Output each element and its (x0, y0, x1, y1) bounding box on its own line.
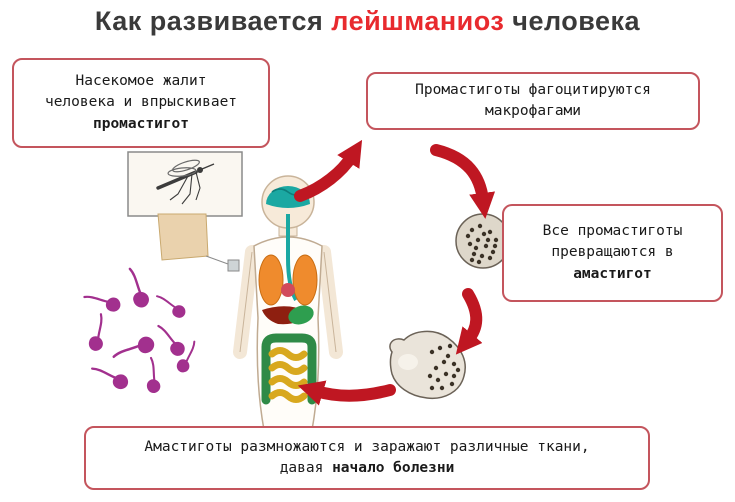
callout-amastigote-line3: амастигот (573, 265, 652, 282)
page-title: Как развивается лейшманиоз человека (0, 6, 735, 37)
callout-insect-bite: Насекомое жалит человека и впрыскивает п… (12, 58, 270, 148)
callout-amastigote-transform: Все промастиготы превращаются в амастиго… (502, 204, 723, 302)
mosquito-sketch-icon (127, 151, 243, 272)
callout-phago-line2: макрофагами (484, 103, 582, 119)
callout-phago-line1: Промастиготы фагоцитируются (415, 81, 651, 98)
callout-insect-line3: промастигот (92, 115, 190, 132)
callout-bottom-line2-prefix: давая (279, 460, 333, 476)
title-highlight: лейшманиоз (331, 6, 505, 36)
callout-bottom-line2-bold: начало болезни (332, 460, 455, 476)
callout-bottom-line2: давая начало болезни (92, 458, 642, 479)
promastigote-parasites-icon (79, 267, 198, 397)
callout-amastigote-line2: превращаются в (551, 244, 674, 261)
amastigote-infected-cell-icon (389, 330, 466, 400)
callout-amastigote-line1: Все промастиготы (542, 223, 683, 240)
callout-disease-onset: Амастиготы размножаются и заражают разли… (84, 426, 650, 490)
callout-insect-line2: человека и впрыскивает (44, 94, 238, 111)
red-cycle-arrow-icon (294, 139, 496, 406)
callout-bottom-line1: Амастиготы размножаются и заражают разли… (144, 438, 590, 455)
title-suffix: человека (504, 6, 641, 36)
macrophage-cell-icon (455, 213, 511, 269)
callout-phagocytosis: Промастиготы фагоцитируются макрофагами (366, 72, 700, 130)
callout-insect-line1: Насекомое жалит (75, 73, 207, 90)
title-prefix: Как развивается (94, 6, 332, 36)
